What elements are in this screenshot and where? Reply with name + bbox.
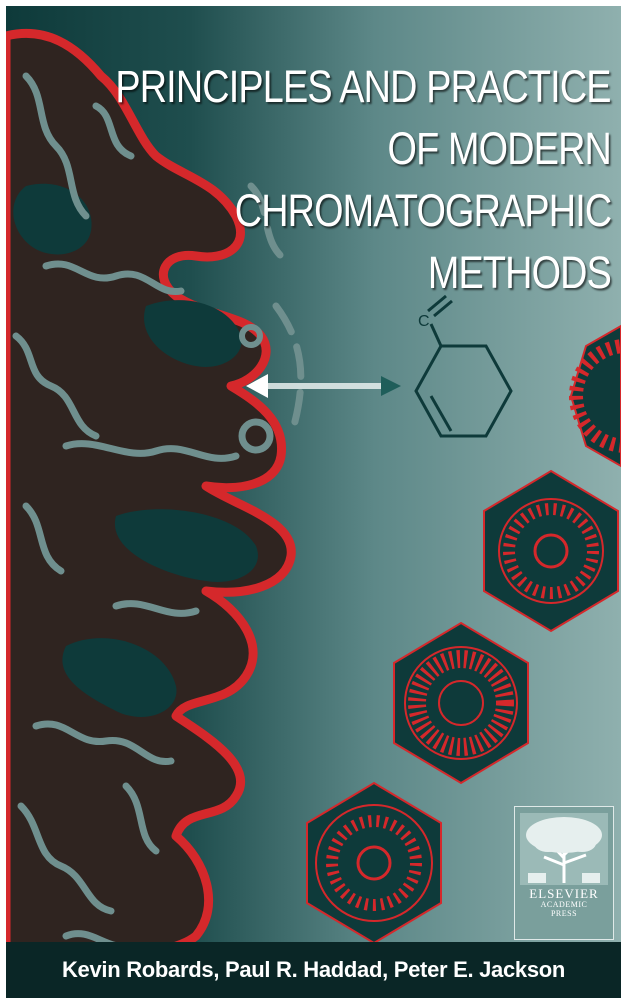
hexagon-2 [483, 469, 619, 633]
ring-mark-small [239, 324, 263, 348]
hexagon-1 [569, 324, 621, 468]
imprint-line-1: ACADEMIC [540, 900, 588, 909]
molecule-structure [414, 294, 513, 438]
title-line-2: OF MODERN [387, 123, 612, 174]
imprint-line-2: PRESS [550, 909, 578, 918]
hexagon-3 [393, 621, 529, 785]
authors-bar: Kevin Robards, Paul R. Haddad, Peter E. … [6, 942, 621, 998]
molecule-label: C [418, 313, 430, 330]
title-line-1: PRINCIPLES AND PRACTICE [115, 61, 612, 112]
book-cover: C PRINCIPLES AND PRACTICE OF MODERN CHRO… [6, 6, 621, 998]
cover-artwork: C [6, 28, 621, 998]
publisher-name: ELSEVIER [529, 886, 599, 901]
ring-mark [238, 418, 274, 454]
tree-emblem-icon [520, 813, 608, 885]
hexagon-4 [306, 781, 442, 945]
title-line-4: METHODS [427, 247, 612, 298]
teal-blob-4 [13, 183, 92, 255]
publisher-logo: ELSEVIER ACADEMIC PRESS [514, 806, 614, 940]
teal-blob-3 [62, 638, 177, 717]
teal-blob-1 [144, 300, 242, 367]
title-line-3: CHROMATOGRAPHIC [234, 185, 611, 236]
teal-blob-2 [114, 509, 258, 582]
grey-strands [12, 72, 305, 951]
double-arrow [246, 374, 401, 398]
